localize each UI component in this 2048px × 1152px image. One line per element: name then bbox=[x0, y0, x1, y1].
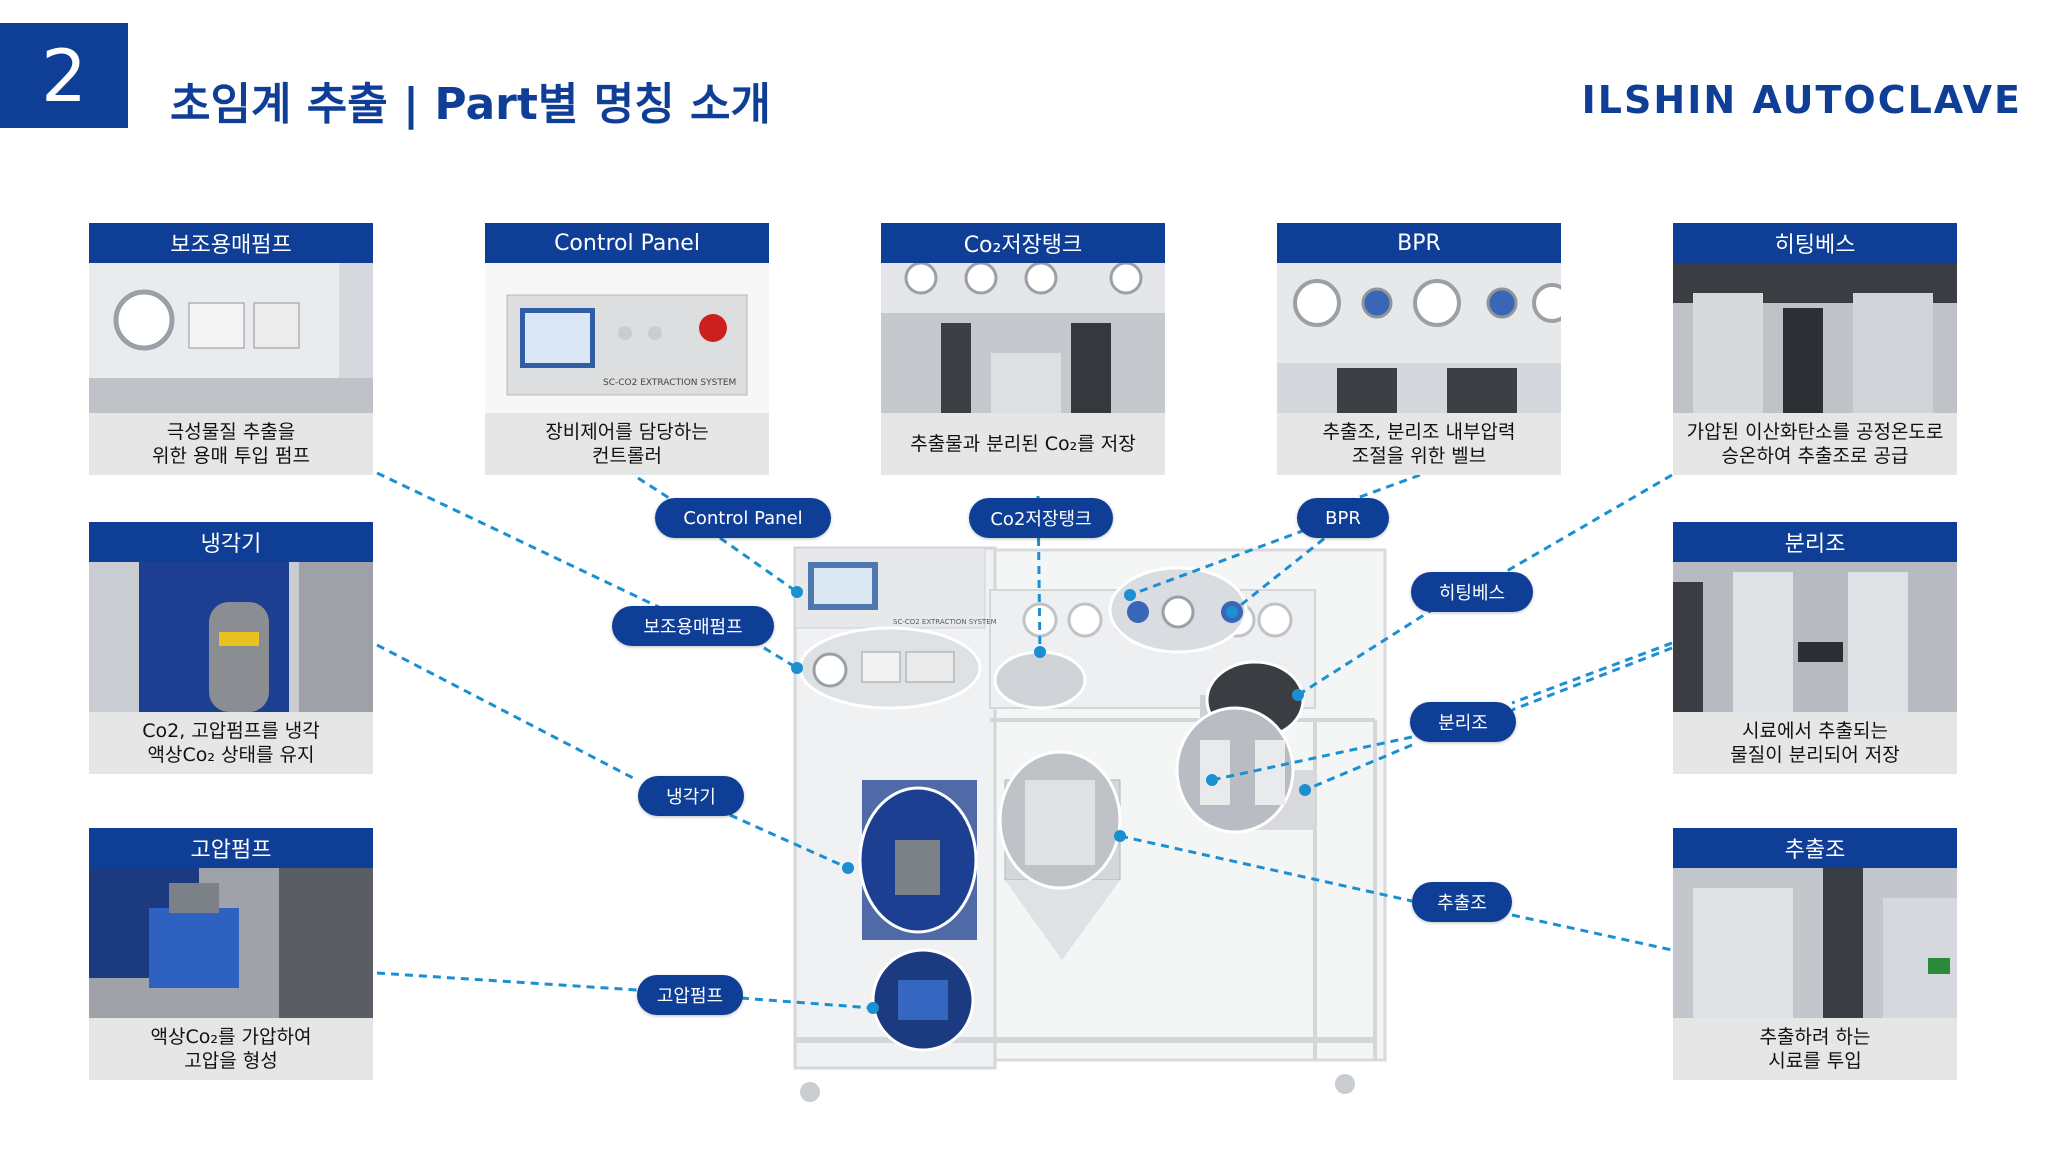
chiller-photo bbox=[89, 562, 373, 712]
label-aux-pump: 보조용매펌프 bbox=[612, 606, 774, 646]
card-control-panel: Control Panel SC-CO2 EXTRACTION SYSTEM 장… bbox=[485, 223, 769, 475]
label-separator: 분리조 bbox=[1410, 702, 1516, 742]
brand-logo: ILSHIN AUTOCLAVE bbox=[1581, 78, 2022, 122]
card-title: Co₂저장탱크 bbox=[881, 223, 1165, 263]
card-title: 분리조 bbox=[1673, 522, 1957, 562]
label-chiller: 냉각기 bbox=[638, 776, 744, 816]
card-hp-pump: 고압펌프 액상Co₂를 가압하여 고압을 형성 bbox=[89, 828, 373, 1080]
card-description: 장비제어를 담당하는 컨트롤러 bbox=[545, 421, 709, 467]
card-description: 시료에서 추출되는 물질이 분리되어 저장 bbox=[1730, 720, 1900, 766]
card-description: 가압된 이산화탄소를 공정온도로 승온하여 추출조로 공급 bbox=[1686, 421, 1944, 467]
heating-bath-photo bbox=[1673, 263, 1957, 413]
page-title: 초임계 추출 | Part별 명칭 소개 bbox=[170, 79, 771, 130]
card-title: 보조용매펌프 bbox=[89, 223, 373, 263]
card-description: 극성물질 추출을 위한 용매 투입 펌프 bbox=[152, 421, 310, 467]
card-title: BPR bbox=[1277, 223, 1561, 263]
control-panel-photo: SC-CO2 EXTRACTION SYSTEM bbox=[485, 263, 769, 413]
extractor-photo bbox=[1673, 868, 1957, 1018]
section-number: 2 bbox=[0, 23, 128, 128]
label-heating-bath: 히팅베스 bbox=[1411, 572, 1533, 612]
aux-pump-photo bbox=[89, 263, 373, 413]
card-bpr: BPR 추출조, 분리조 내부압력 조절을 위한 벨브 bbox=[1277, 223, 1561, 475]
label-extractor: 추출조 bbox=[1412, 882, 1512, 922]
label-hp-pump: 고압펌프 bbox=[637, 975, 743, 1015]
card-description: 추출하려 하는 시료를 투입 bbox=[1759, 1026, 1871, 1072]
card-title: 고압펌프 bbox=[89, 828, 373, 868]
label-bpr: BPR bbox=[1297, 498, 1389, 538]
card-co2-tank: Co₂저장탱크 추출물과 분리된 Co₂를 저장 bbox=[881, 223, 1165, 475]
card-title: 냉각기 bbox=[89, 522, 373, 562]
card-title: Control Panel bbox=[485, 223, 769, 263]
hp-pump-photo bbox=[89, 868, 373, 1018]
card-chiller: 냉각기 Co2, 고압펌프를 냉각 액상Co₂ 상태를 유지 bbox=[89, 522, 373, 774]
card-aux-pump: 보조용매펌프 극성물질 추출을 위한 용매 투입 펌프 bbox=[89, 223, 373, 475]
separator-photo bbox=[1673, 562, 1957, 712]
card-separator: 분리조 시료에서 추출되는 물질이 분리되어 저장 bbox=[1673, 522, 1957, 774]
card-title: 히팅베스 bbox=[1673, 223, 1957, 263]
card-description: 추출물과 분리된 Co₂를 저장 bbox=[910, 433, 1136, 455]
control-panel-label: SC-CO2 EXTRACTION SYSTEM bbox=[603, 378, 736, 388]
label-co2-tank: Co2저장탱크 bbox=[969, 498, 1113, 538]
card-heating-bath: 히팅베스 가압된 이산화탄소를 공정온도로 승온하여 추출조로 공급 bbox=[1673, 223, 1957, 475]
card-description: Co2, 고압펌프를 냉각 액상Co₂ 상태를 유지 bbox=[142, 720, 320, 766]
label-control-panel: Control Panel bbox=[655, 498, 831, 538]
card-title: 추출조 bbox=[1673, 828, 1957, 868]
machine-panel-label: SC-CO2 EXTRACTION SYSTEM bbox=[893, 618, 997, 626]
card-description: 액상Co₂를 가압하여 고압을 형성 bbox=[150, 1026, 312, 1072]
card-extractor: 추출조 추출하려 하는 시료를 투입 bbox=[1673, 828, 1957, 1080]
card-description: 추출조, 분리조 내부압력 조절을 위한 벨브 bbox=[1322, 421, 1516, 467]
co2-tank-photo bbox=[881, 263, 1165, 413]
bpr-photo bbox=[1277, 263, 1561, 413]
